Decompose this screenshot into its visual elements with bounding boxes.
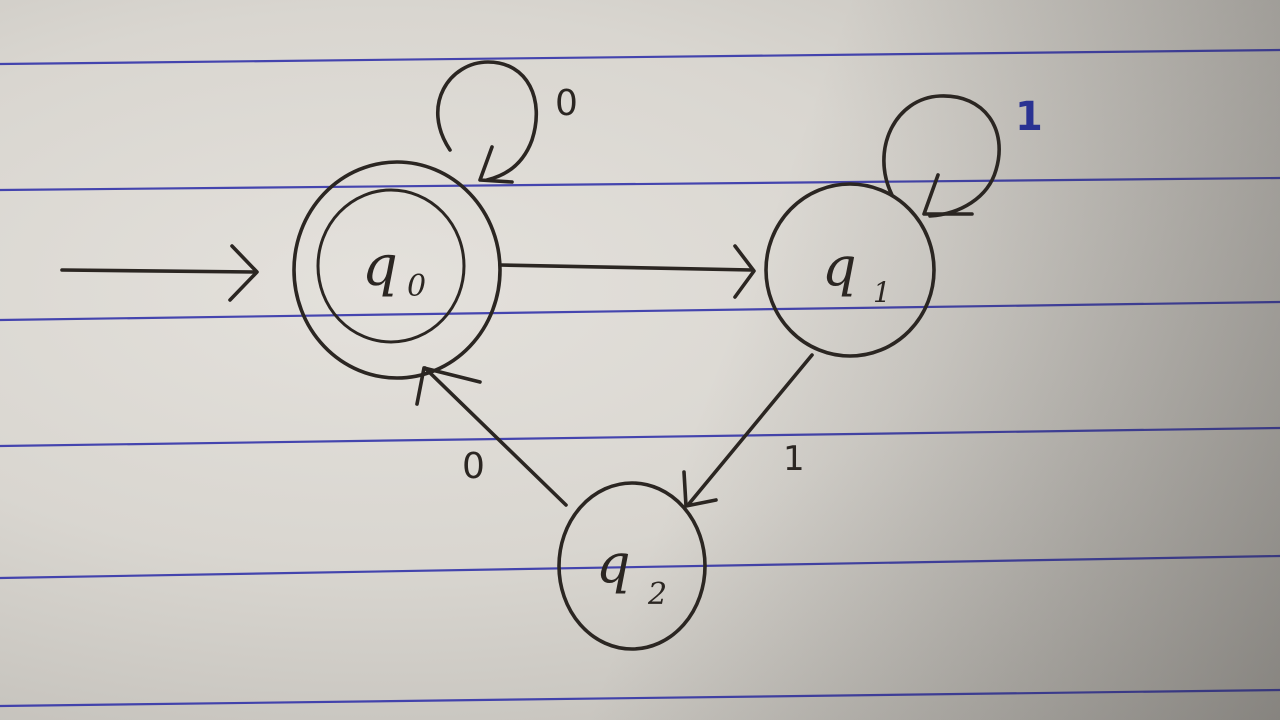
state-q0-subscript: 0 xyxy=(407,269,426,304)
transition-q0-q1 xyxy=(498,244,756,299)
state-q1-letter: q xyxy=(822,235,857,298)
state-q1-subscript: 1 xyxy=(873,276,891,309)
edge-q1-q2-arrow-head xyxy=(682,470,718,508)
loop-q0-label: 0 xyxy=(555,83,578,124)
state-q0: q 0 xyxy=(292,160,502,380)
ruled-line xyxy=(0,426,1280,448)
edge-q1-q2-label: 1 xyxy=(783,439,805,479)
transition-q2-q0: 0 xyxy=(415,366,568,507)
loop-q1-curve xyxy=(882,94,1001,218)
ruled-line xyxy=(0,176,1280,192)
start-arrow xyxy=(60,244,259,302)
state-q1: q 1 xyxy=(764,182,936,358)
state-q2: q 2 xyxy=(557,481,707,651)
transition-q1-q2: 1 xyxy=(682,353,814,508)
ruled-lines xyxy=(0,48,1280,708)
transition-q1-q1: 1 xyxy=(882,94,1043,218)
transition-q0-q0: 0 xyxy=(436,60,578,184)
edge-q1-q2-line xyxy=(686,353,814,507)
start-arrow-head xyxy=(228,244,259,302)
ruled-line xyxy=(0,554,1280,580)
ruled-line xyxy=(0,688,1280,708)
loop-q0-curve xyxy=(436,60,539,182)
loop-q1-label: 1 xyxy=(1015,94,1043,140)
state-q2-letter: q xyxy=(596,532,631,595)
loop-q1-arrow-head xyxy=(922,173,974,216)
state-q0-inner-circle xyxy=(316,188,466,344)
state-q0-outer-circle xyxy=(292,160,502,380)
state-q1-circle xyxy=(764,182,936,358)
edge-q2-q0-line xyxy=(423,366,568,507)
state-q0-letter: q xyxy=(362,234,398,299)
start-arrow-line xyxy=(60,268,257,274)
loop-q0-arrow-head xyxy=(478,145,514,184)
ruled-line xyxy=(0,300,1280,322)
edge-q0-q1-line xyxy=(498,263,754,272)
edge-q2-q0-arrow-head xyxy=(415,366,482,406)
state-q2-subscript: 2 xyxy=(647,577,667,612)
state-q2-circle xyxy=(557,481,707,651)
edge-q0-q1-arrow-head xyxy=(733,244,756,299)
ruled-line xyxy=(0,48,1280,66)
edge-q2-q0-label: 0 xyxy=(462,446,485,487)
